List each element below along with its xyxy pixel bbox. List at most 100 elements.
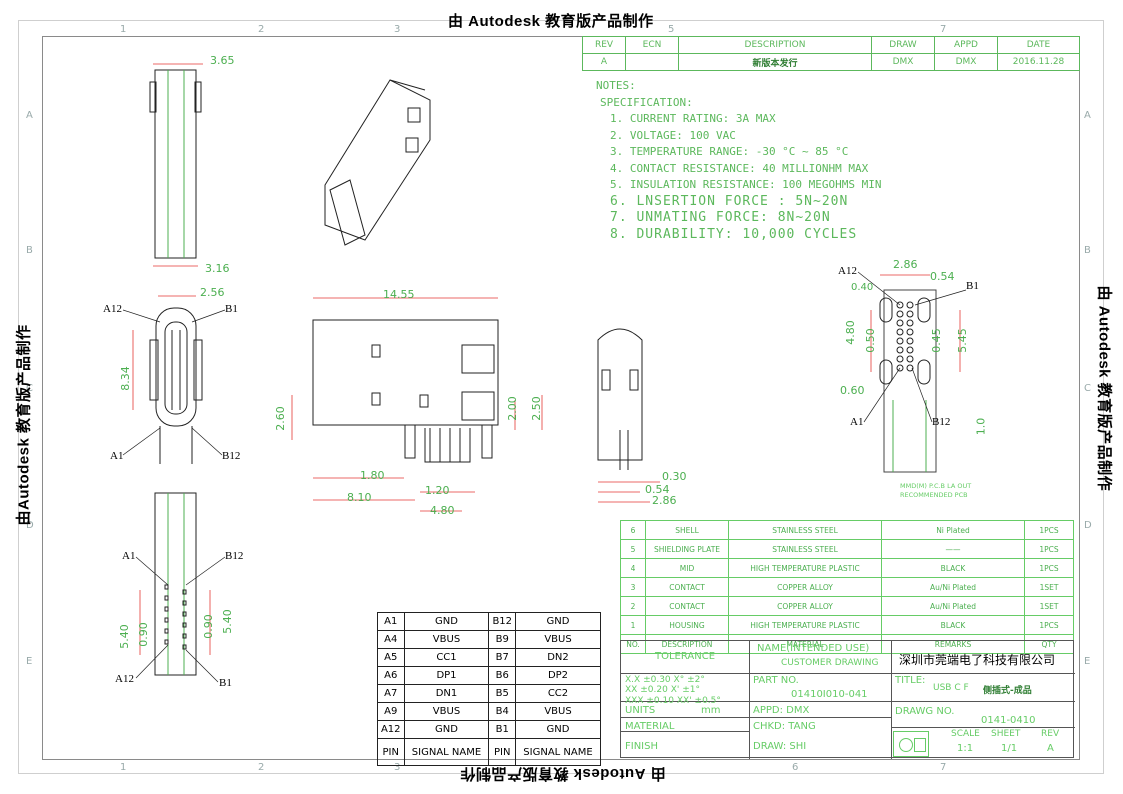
watermark-top: 由 Autodesk 教育版产品制作 [448, 13, 654, 30]
dim-pcb-480: 4.80 [843, 320, 857, 345]
note-item-7: 7. UNMATING FORCE: 8N~20N [610, 210, 831, 225]
label-b1-bottom: B1 [219, 677, 232, 689]
label-a1-front: A1 [110, 450, 124, 462]
grid-col-5: 5 [668, 24, 675, 35]
name-label: NAME(INTENDED USE) [757, 643, 870, 654]
rev-date: 2016.11.28 [997, 53, 1080, 71]
chkd: CHKD: TANG [753, 721, 816, 732]
appd: APPD: DMX [753, 705, 810, 716]
grid-row-a: A [26, 110, 33, 121]
dim-side-200: 2.00 [505, 396, 519, 421]
rev-label: REV [1041, 729, 1060, 739]
grid-col-7: 7 [940, 24, 947, 35]
grid-row-c: C [26, 383, 33, 394]
projection-symbol-icon [893, 731, 929, 757]
dim-pcb-050: 0.50 [863, 328, 877, 353]
title-value: USB C F [933, 683, 969, 693]
rev-value-tb: A [1047, 743, 1054, 754]
dim-pcb-286: 2.86 [893, 258, 918, 271]
company-name: 深圳市莞端电了科技有限公司 [899, 653, 1056, 667]
grid-col-1: 1 [120, 24, 127, 35]
dim-top-width: 3.65 [210, 54, 235, 67]
note-item-4: 4. CONTACT RESISTANCE: 40 MILLIONHM MAX [610, 161, 869, 175]
grid-col-3: 3 [394, 24, 401, 35]
label-b12-front: B12 [222, 450, 241, 462]
units-label: UNITS [625, 705, 656, 716]
note-item-3: 3. TEMPERATURE RANGE: -30 °C ~ 85 °C [610, 145, 849, 158]
label-b1-front: B1 [225, 303, 238, 315]
dim-end-030: 0.30 [662, 470, 687, 483]
label-a12-pcb: A12 [838, 265, 857, 277]
dim-pcb-045: 0.45 [929, 328, 943, 353]
label-a12-bottom: A12 [115, 673, 134, 685]
dim-side-480: 4.80 [430, 504, 455, 517]
tol-row-1: X.X ±0.30 X° ±2° [625, 675, 705, 685]
finish-label: FINISH [625, 741, 658, 752]
dim-top-bottom: 3.16 [205, 262, 230, 275]
grid-row-b: B [26, 245, 33, 256]
dim-side-810: 8.10 [347, 491, 372, 504]
sheet-value: 1/1 [1001, 743, 1018, 754]
label-a1-bottom: A1 [122, 550, 136, 562]
name-value: CUSTOMER DRAWING [781, 658, 879, 668]
material-label: MATERIAL [625, 721, 675, 732]
notes-spec: SPECIFICATION: [600, 95, 693, 109]
sheet-label: SHEET [991, 729, 1021, 739]
bottom-pins [164, 584, 187, 650]
dim-side-length: 14.55 [383, 288, 415, 301]
label-b12-pcb: B12 [932, 416, 951, 428]
pcb-pads [896, 301, 914, 372]
grid-col-6b: 6 [792, 762, 799, 773]
tolerance-label: TOLERANCE [655, 651, 716, 662]
part-label: PART NO. [753, 675, 799, 686]
dim-pcb-040: 0.40 [851, 282, 874, 293]
dim-bot-540a: 5.40 [117, 624, 131, 649]
label-a1-pcb: A1 [850, 416, 864, 428]
note-item-5: 5. INSULATION RESISTANCE: 100 MEGOHMS MI… [610, 178, 882, 191]
dim-pcb-060: 0.60 [840, 384, 865, 397]
tol-row-2: XX ±0.20 X' ±1° [625, 685, 700, 695]
label-b1-pcb: B1 [966, 280, 979, 292]
dim-side-120: 1.20 [425, 484, 450, 497]
grid-row-b-r: B [1084, 245, 1091, 256]
note-item-1: 1. CURRENT RATING: 3A MAX [610, 112, 776, 125]
dim-side-height: 2.60 [273, 406, 287, 431]
outer-frame [18, 20, 1104, 774]
grid-row-d: D [26, 520, 34, 531]
title-label: TITLE: [895, 675, 926, 686]
drawing-no-label: DRAWG NO. [895, 706, 955, 717]
dim-pcb-545: 5.45 [955, 328, 969, 353]
dim-front-width: 2.56 [200, 286, 225, 299]
note-item-6: 6. LNSERTION FORCE : 5N~20N [610, 193, 849, 209]
grid-col-1b: 1 [120, 762, 127, 773]
notes-block: NOTES: SPECIFICATION: 1. CURRENT RATING:… [596, 78, 882, 243]
title-block: TOLERANCE NAME(INTENDED USE) CUSTOMER DR… [620, 640, 1075, 759]
scale-value: 1:1 [957, 743, 974, 754]
title-cn: 侧插式-成品 [983, 686, 1032, 696]
dim-pcb-054: 0.54 [930, 270, 955, 283]
dim-bot-540b: 5.40 [220, 609, 234, 634]
grid-col-2: 2 [258, 24, 265, 35]
label-b12-bottom: B12 [225, 550, 244, 562]
dim-end-286: 2.86 [652, 494, 677, 507]
note-item-8: 8. DURABILITY: 10,000 CYCLES [610, 226, 858, 242]
note-item-2: 2. VOLTAGE: 100 VAC [610, 128, 736, 142]
grid-col-2b: 2 [258, 762, 265, 773]
grid-row-a-r: A [1084, 110, 1091, 121]
part-value: 01410I010-041 [791, 689, 868, 700]
dim-bot-090b: 0.90 [201, 614, 215, 639]
